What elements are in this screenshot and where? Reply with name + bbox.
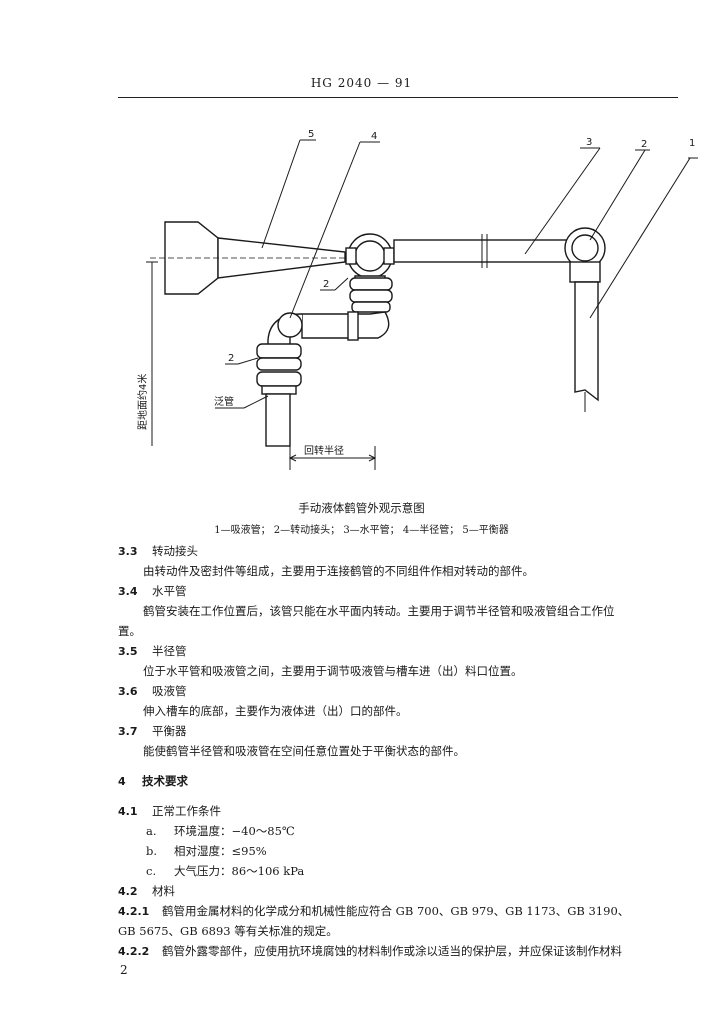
list-item: a. 环境温度：−40～85℃: [146, 823, 295, 839]
section-number: 3.4: [118, 585, 138, 598]
horizontal-pipe: [393, 234, 571, 268]
callout-5: 5: [308, 129, 314, 140]
right-swivel-joint: [564, 227, 606, 283]
section-body-3-4-cont: 置。: [118, 624, 141, 638]
top-swivel-joint: [345, 233, 395, 285]
figure-caption-title: 手动液体鹤管外观示意图: [298, 501, 425, 515]
list-text: 大气压力：86～106 kPa: [174, 864, 305, 878]
section-body-3-5: 位于水平管和吸液管之间，主要用于调节吸液管与槽车进（出）料口位置。: [143, 664, 523, 678]
section-number: 4.2.1: [118, 905, 150, 918]
height-dimension: [146, 261, 158, 446]
section-number: 3.5: [118, 645, 138, 658]
lower-swivel-joints: [256, 343, 302, 395]
section-title: 转动接头: [152, 544, 198, 558]
loading-arm-diagram: 5 4 3 2 1 2 2 泛管 回转半径 距地面约4米: [136, 129, 698, 470]
section-title: 水平管: [152, 584, 187, 598]
callout-2-upper: 2: [323, 279, 329, 290]
section-title: 正常工作条件: [152, 804, 221, 818]
list-item: c. 大气压力：86～106 kPa: [146, 863, 304, 879]
suction-pipe: [574, 281, 599, 412]
chapter-number: 4: [118, 775, 126, 788]
stacked-swivel-joints: [349, 277, 393, 313]
label-turn-radius: 回转半径: [304, 444, 344, 457]
section-heading-3-3: 3.3 转动接头: [118, 543, 198, 560]
chapter-title: 技术要求: [142, 774, 188, 788]
section-number: 3.7: [118, 725, 138, 738]
header-rule: [118, 97, 678, 98]
section-body-3-4: 鹤管安装在工作位置后，该管只能在水平面内转动。主要用于调节半径管和吸液管组合工作…: [143, 604, 615, 618]
figure-caption-legend: 1—吸液管； 2—转动接头； 3—水平管； 4—半径管； 5—平衡器: [214, 525, 509, 536]
section-number: 4.2: [118, 885, 138, 898]
section-text: 鹤管外露零部件，应使用抗环境腐蚀的材料制作或涂以适当的保护层，并应保证该制作材料: [162, 944, 622, 958]
leader-lines: [215, 139, 698, 409]
list-mark: a.: [146, 824, 157, 838]
section-body-3-6: 伸入槽车的底部，主要作为液体进（出）口的部件。: [143, 704, 408, 718]
section-title: 平衡器: [152, 724, 187, 738]
turn-radius-dimension: [288, 446, 377, 470]
callout-1: 1: [689, 138, 695, 149]
list-text: 环境温度：−40～85℃: [174, 824, 295, 838]
list-text: 相对湿度：≤95%: [174, 844, 267, 858]
section-4-2-1-line1: 4.2.1 鹤管用金属材料的化学成分和机械性能应符合 GB 700、GB 979、…: [118, 903, 629, 920]
vertical-lift-pipe: [265, 393, 291, 447]
list-mark: b.: [146, 844, 158, 858]
section-body-3-7: 能使鹤管半径管和吸液管在空间任意位置处于平衡状态的部件。: [143, 744, 465, 758]
counterweight-balancer: [150, 221, 350, 295]
section-number: 4.2.2: [118, 945, 150, 958]
section-heading-3-5: 3.5 半径管: [118, 643, 187, 660]
section-title: 材料: [152, 884, 175, 898]
section-text: 鹤管用金属材料的化学成分和机械性能应符合 GB 700、GB 979、GB 11…: [162, 904, 630, 918]
callout-2: 2: [641, 139, 647, 150]
section-title: 半径管: [152, 644, 187, 658]
section-heading-3-7: 3.7 平衡器: [118, 723, 187, 740]
list-mark: c.: [146, 864, 157, 878]
callout-3: 3: [586, 137, 592, 148]
chapter-heading-4: 4 技术要求: [118, 773, 188, 790]
section-4-2-1-line2: GB 5675、GB 6893 等有关标准的规定。: [118, 924, 338, 938]
label-height: 距地面约4米: [136, 374, 149, 430]
radius-pipe: [267, 311, 390, 349]
section-number: 4.1: [118, 805, 138, 818]
section-number: 3.3: [118, 545, 138, 558]
section-heading-4-2: 4.2 材料: [118, 883, 175, 900]
section-body-3-3: 由转动件及密封件等组成，主要用于连接鹤管的不同组件作相对转动的部件。: [143, 564, 534, 578]
callout-4: 4: [371, 131, 377, 142]
callout-2-lower: 2: [228, 353, 234, 364]
section-heading-3-6: 3.6 吸液管: [118, 683, 187, 700]
document-header: HG 2040 — 91: [310, 76, 413, 90]
section-4-2-2: 4.2.2 鹤管外露零部件，应使用抗环境腐蚀的材料制作或涂以适当的保护层，并应保证…: [118, 943, 622, 960]
section-title: 吸液管: [152, 684, 187, 698]
label-lift-tube: 泛管: [214, 395, 234, 408]
section-heading-4-1: 4.1 正常工作条件: [118, 803, 221, 820]
section-heading-3-4: 3.4 水平管: [118, 583, 187, 600]
page-number: 2: [120, 963, 128, 977]
list-item: b. 相对湿度：≤95%: [146, 843, 267, 859]
section-number: 3.6: [118, 685, 138, 698]
